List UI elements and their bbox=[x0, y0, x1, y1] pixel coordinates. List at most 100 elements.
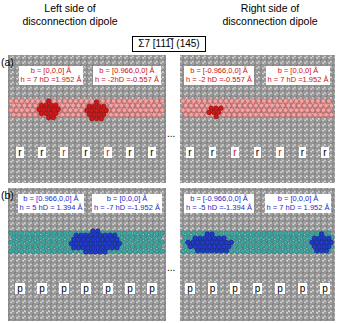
atom bbox=[68, 231, 73, 236]
atom bbox=[217, 236, 222, 241]
atom bbox=[28, 113, 33, 118]
region-r-box: r bbox=[186, 147, 193, 158]
atom bbox=[300, 108, 305, 113]
atom bbox=[183, 113, 188, 118]
atom bbox=[160, 231, 165, 236]
atom bbox=[144, 108, 149, 113]
atom bbox=[155, 108, 160, 113]
atom bbox=[17, 113, 22, 118]
atom bbox=[57, 249, 62, 254]
atom bbox=[155, 231, 160, 236]
atom bbox=[305, 99, 310, 104]
atom bbox=[275, 235, 280, 240]
atom bbox=[20, 249, 25, 254]
atom bbox=[112, 233, 117, 238]
atom bbox=[71, 103, 76, 108]
node-text: h = 7 hD =1.952 Å bbox=[268, 76, 329, 85]
region-r-box: r bbox=[126, 147, 133, 158]
atom bbox=[149, 240, 154, 245]
atom bbox=[141, 235, 146, 240]
atom bbox=[267, 108, 272, 113]
atom bbox=[186, 108, 191, 113]
atom bbox=[289, 231, 294, 236]
atom bbox=[224, 240, 229, 245]
atom bbox=[183, 245, 188, 250]
atom bbox=[259, 245, 264, 250]
atom bbox=[313, 113, 318, 118]
node-text: p bbox=[322, 283, 328, 294]
atom bbox=[133, 249, 138, 254]
atom bbox=[117, 241, 122, 246]
atom bbox=[63, 99, 68, 104]
atom bbox=[63, 108, 68, 113]
atom bbox=[133, 108, 138, 113]
atom bbox=[310, 108, 315, 113]
atom bbox=[87, 103, 92, 108]
atom bbox=[79, 108, 84, 113]
node-text: p bbox=[210, 283, 216, 294]
atom bbox=[117, 99, 122, 104]
atom bbox=[316, 99, 321, 104]
atom bbox=[122, 249, 127, 254]
atom bbox=[51, 116, 56, 121]
panel-letter: (b) bbox=[1, 189, 14, 202]
atom bbox=[310, 99, 315, 104]
region-p-box: p bbox=[320, 283, 330, 294]
node-text: h = 7 hD = 1.952 Å bbox=[267, 204, 330, 213]
atom bbox=[221, 235, 226, 240]
atom bbox=[294, 108, 299, 113]
atom bbox=[146, 235, 151, 240]
atom bbox=[273, 240, 278, 245]
atom bbox=[109, 113, 114, 118]
atom bbox=[222, 236, 227, 241]
atom bbox=[227, 245, 232, 250]
atom bbox=[65, 103, 70, 108]
atom bbox=[102, 104, 107, 109]
atom bbox=[227, 244, 232, 249]
burgers-label-box: b = [-0.966,0,0] Åh = -5 hD =-1.394 Å bbox=[184, 194, 254, 213]
atom bbox=[105, 246, 110, 251]
atom bbox=[243, 103, 248, 108]
atom bbox=[251, 231, 256, 236]
atom bbox=[216, 110, 221, 115]
atom bbox=[36, 240, 41, 245]
atom bbox=[68, 99, 73, 104]
atom bbox=[310, 249, 315, 254]
atom bbox=[49, 245, 54, 250]
atom bbox=[133, 231, 138, 236]
node-text: r bbox=[323, 147, 326, 158]
atom bbox=[155, 240, 160, 245]
atom bbox=[210, 240, 215, 245]
atom bbox=[14, 99, 19, 104]
atom bbox=[202, 99, 207, 104]
atom bbox=[108, 233, 113, 238]
atom bbox=[213, 99, 218, 104]
node-text: p bbox=[187, 283, 193, 294]
atom bbox=[297, 113, 302, 118]
atom bbox=[286, 103, 291, 108]
atom bbox=[273, 108, 278, 113]
atom bbox=[251, 108, 256, 113]
atom bbox=[254, 245, 259, 250]
node-text: r bbox=[301, 147, 304, 158]
boundary-atoms bbox=[9, 99, 334, 255]
atom bbox=[205, 232, 210, 237]
atom bbox=[149, 108, 154, 113]
node-text: p bbox=[83, 283, 89, 294]
atom bbox=[146, 113, 151, 118]
atom bbox=[227, 113, 232, 118]
atom bbox=[229, 231, 234, 236]
atom bbox=[291, 103, 296, 108]
atom bbox=[82, 103, 87, 108]
atom bbox=[308, 103, 313, 108]
atom bbox=[186, 231, 191, 236]
atom bbox=[186, 249, 191, 254]
atom bbox=[240, 240, 245, 245]
atom bbox=[84, 108, 89, 113]
atom bbox=[25, 108, 30, 113]
atom bbox=[157, 103, 162, 108]
atom bbox=[30, 99, 35, 104]
atom bbox=[44, 111, 49, 116]
atom bbox=[47, 231, 52, 236]
atom bbox=[11, 103, 16, 108]
